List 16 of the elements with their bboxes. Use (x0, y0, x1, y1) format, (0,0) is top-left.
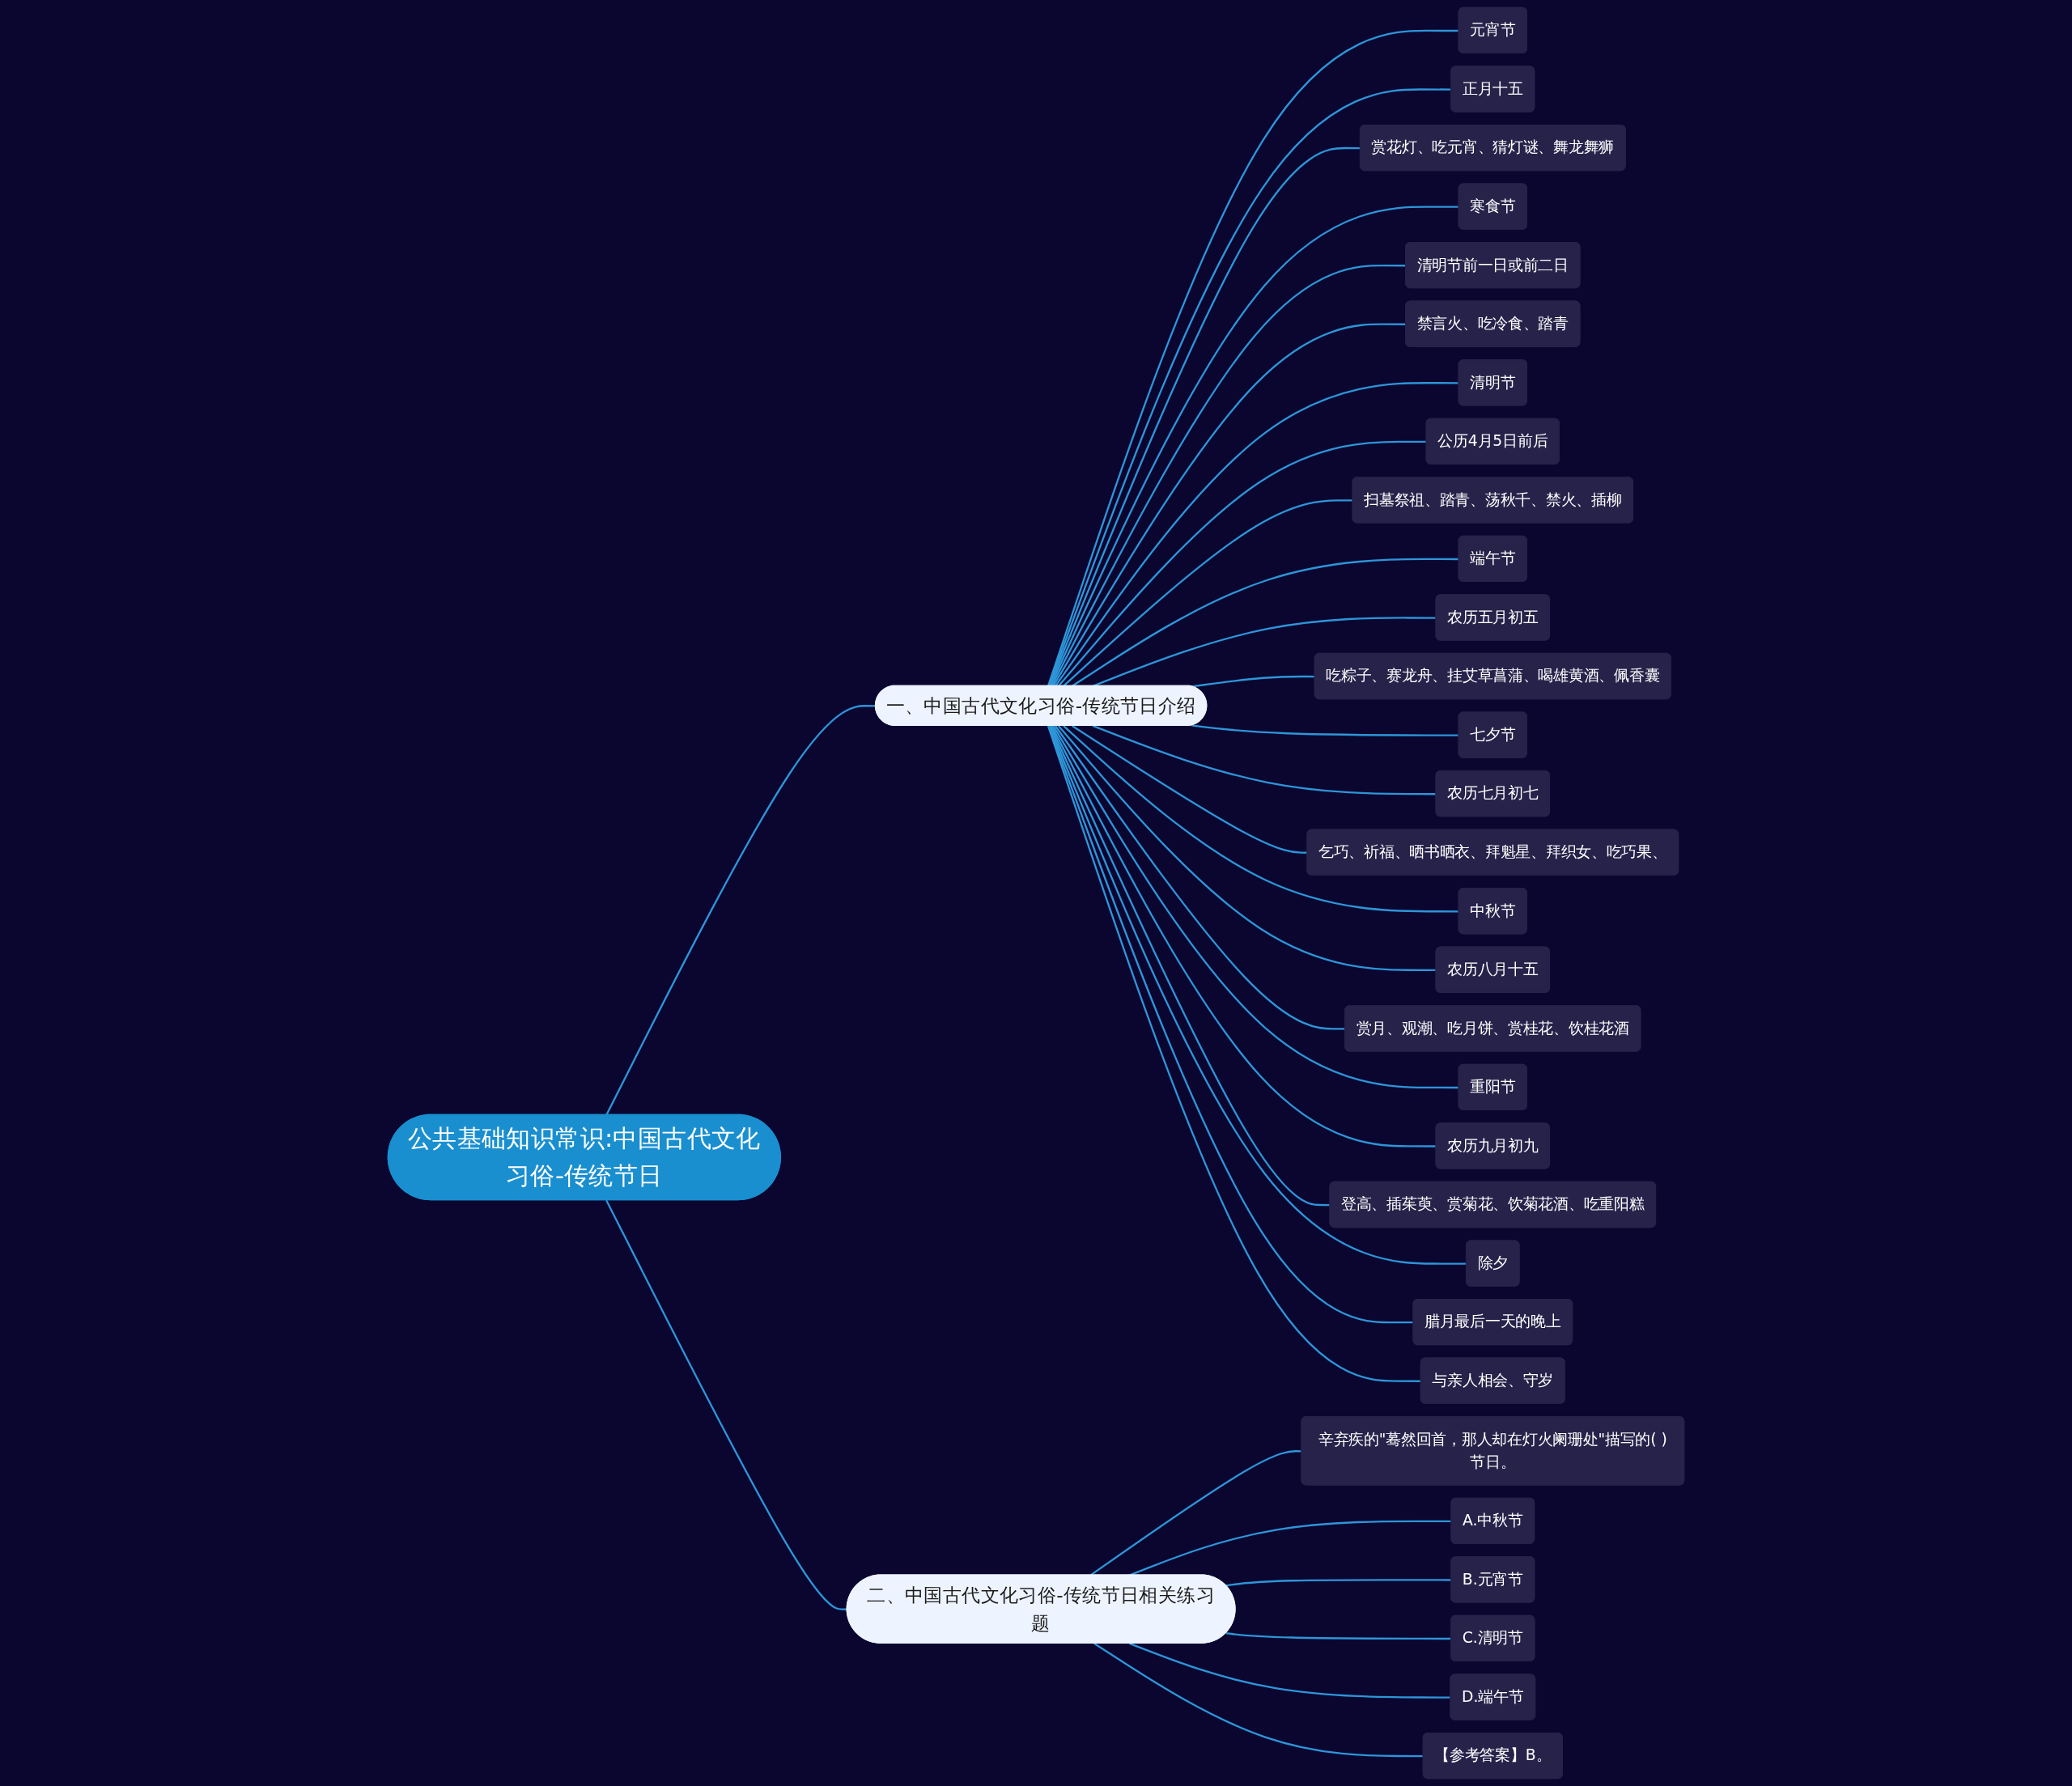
connector (1052, 725, 1459, 1089)
connector (1051, 725, 1437, 1148)
connector (1063, 499, 1353, 687)
connector (1057, 725, 1437, 972)
connector (1191, 675, 1315, 688)
connector (1055, 382, 1459, 687)
connector (1191, 724, 1459, 736)
connector (1072, 558, 1459, 687)
connector (1049, 725, 1331, 1207)
connector (1057, 440, 1427, 687)
connector (1092, 617, 1437, 687)
connector (1063, 725, 1459, 913)
connector (1092, 724, 1437, 795)
connector (1093, 1642, 1424, 1758)
connector (1049, 206, 1459, 687)
connector (605, 1199, 847, 1610)
